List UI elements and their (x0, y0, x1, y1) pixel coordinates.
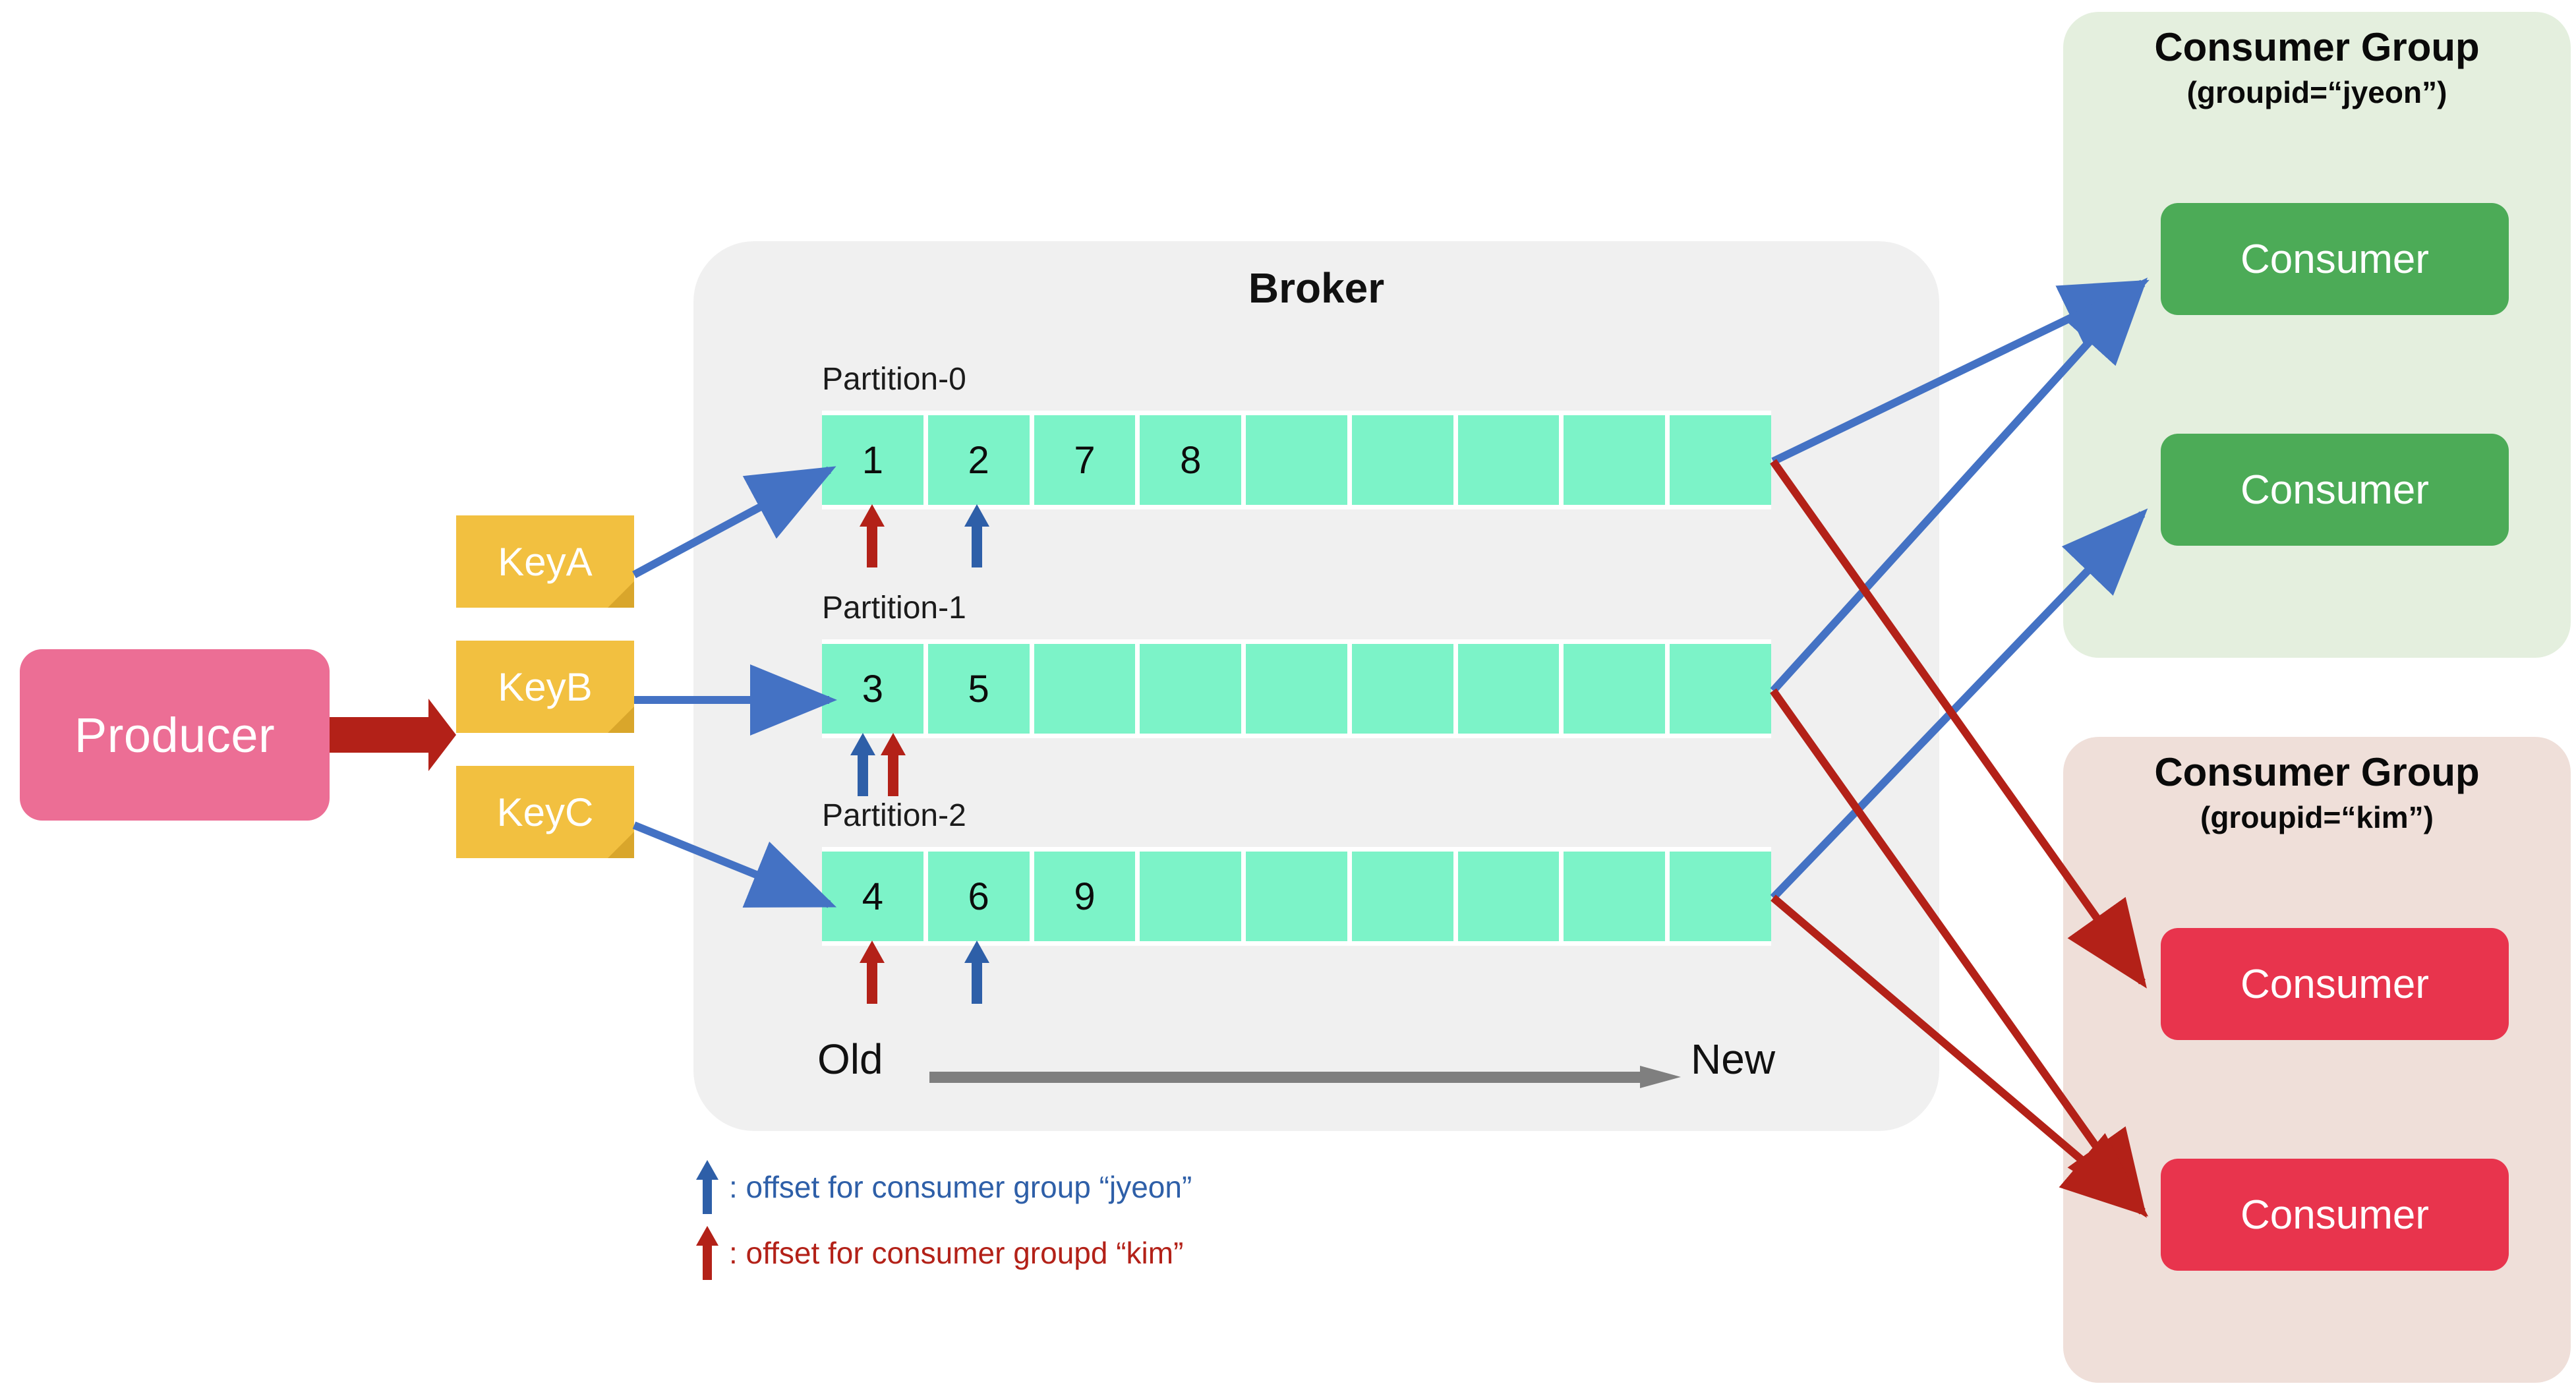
partition-0-label: Partition-0 (822, 362, 966, 397)
consumer-kim-2[interactable]: Consumer (2161, 1159, 2509, 1271)
consumer-group-kim-subtitle: (groupid=“kim”) (2200, 800, 2434, 834)
partition-1-cell (1140, 644, 1242, 734)
axis-old-label: Old (817, 1035, 883, 1083)
partition-0-cell: 8 (1140, 415, 1242, 505)
offset-marker-jyeon-partition-0 (964, 504, 989, 567)
up-arrow-icon-red (696, 1226, 718, 1280)
key-note-c-label: KeyC (496, 790, 594, 834)
consumer-group-jyeon: Consumer Group (groupid=“jyeon”) Consume… (2063, 12, 2571, 658)
partition-0-cell (1457, 415, 1560, 505)
producer-box[interactable]: Producer (20, 649, 330, 821)
broker-title: Broker (1248, 264, 1385, 312)
partition-0-cell: 2 (927, 415, 1030, 505)
offset-marker-kim-partition-1 (881, 733, 906, 796)
consumer-kim-1[interactable]: Consumer (2161, 928, 2509, 1040)
partition-2-cell: 6 (927, 852, 1030, 941)
partition-0-cell (1564, 415, 1666, 505)
consumer-group-jyeon-subtitle: (groupid=“jyeon”) (2186, 75, 2447, 109)
partition-1-cell: 3 (822, 644, 923, 734)
partition-0-cell (1351, 415, 1453, 505)
key-note-a-label: KeyA (498, 539, 593, 584)
offset-marker-kim-partition-0 (860, 504, 885, 567)
legend-label-jyeon: : offset for consumer group “jyeon” (729, 1170, 1192, 1204)
partition-1-cell (1670, 644, 1772, 734)
page-fold-icon (608, 832, 634, 858)
partition-1-cell (1564, 644, 1666, 734)
legend-item-jyeon: : offset for consumer group “jyeon” (696, 1160, 1192, 1214)
old-to-new-arrow-icon (929, 1066, 1681, 1088)
partition-1-cell (1034, 644, 1136, 734)
consumer-group-kim: Consumer Group (groupid=“kim”) Consumer … (2063, 737, 2571, 1383)
key-note-b-label: KeyB (498, 664, 593, 709)
partition-1-label: Partition-1 (822, 591, 966, 625)
page-fold-icon (608, 581, 634, 608)
partition-2-cell: 4 (822, 852, 923, 941)
consumer-jyeon-1[interactable]: Consumer (2161, 203, 2509, 315)
offset-marker-jyeon-partition-2 (964, 941, 989, 1004)
axis-new-label: New (1691, 1035, 1776, 1083)
partition-1-cell (1457, 644, 1560, 734)
partition-0-cell: 1 (822, 415, 923, 505)
partition-1-cell (1351, 644, 1453, 734)
partition-2-strip: 4 6 9 (822, 847, 1772, 946)
key-note-b[interactable]: KeyB (456, 641, 634, 733)
partition-2-cell (1351, 852, 1453, 941)
up-arrow-icon-blue (696, 1160, 718, 1214)
partition-0-cell (1670, 415, 1772, 505)
key-note-c[interactable]: KeyC (456, 766, 634, 858)
partition-2-cell: 9 (1034, 852, 1136, 941)
key-note-a[interactable]: KeyA (456, 515, 634, 608)
consumer-group-jyeon-title: Consumer Group (2154, 25, 2480, 69)
partition-1-strip: 3 5 (822, 639, 1772, 738)
offset-marker-kim-partition-2 (860, 941, 885, 1004)
partition-2-cell (1457, 852, 1560, 941)
partition-0-cell (1246, 415, 1347, 505)
partition-2-cell (1246, 852, 1347, 941)
page-fold-icon (608, 707, 634, 733)
partition-0-cell: 7 (1034, 415, 1136, 505)
consumer-jyeon-2[interactable]: Consumer (2161, 434, 2509, 546)
producer-to-key-arrow-icon (330, 699, 456, 771)
partition-2-cell (1670, 852, 1772, 941)
partition-1-cell (1246, 644, 1347, 734)
partition-2-cell (1140, 852, 1242, 941)
partition-0-strip: 1 2 7 8 (822, 411, 1772, 509)
legend-item-kim: : offset for consumer groupd “kim” (696, 1226, 1183, 1280)
consumer-group-kim-title: Consumer Group (2154, 750, 2480, 794)
partition-1-cell: 5 (927, 644, 1030, 734)
offset-marker-jyeon-partition-1 (850, 733, 875, 796)
legend-label-kim: : offset for consumer groupd “kim” (729, 1236, 1184, 1270)
partition-2-label: Partition-2 (822, 798, 966, 833)
partition-2-cell (1564, 852, 1666, 941)
